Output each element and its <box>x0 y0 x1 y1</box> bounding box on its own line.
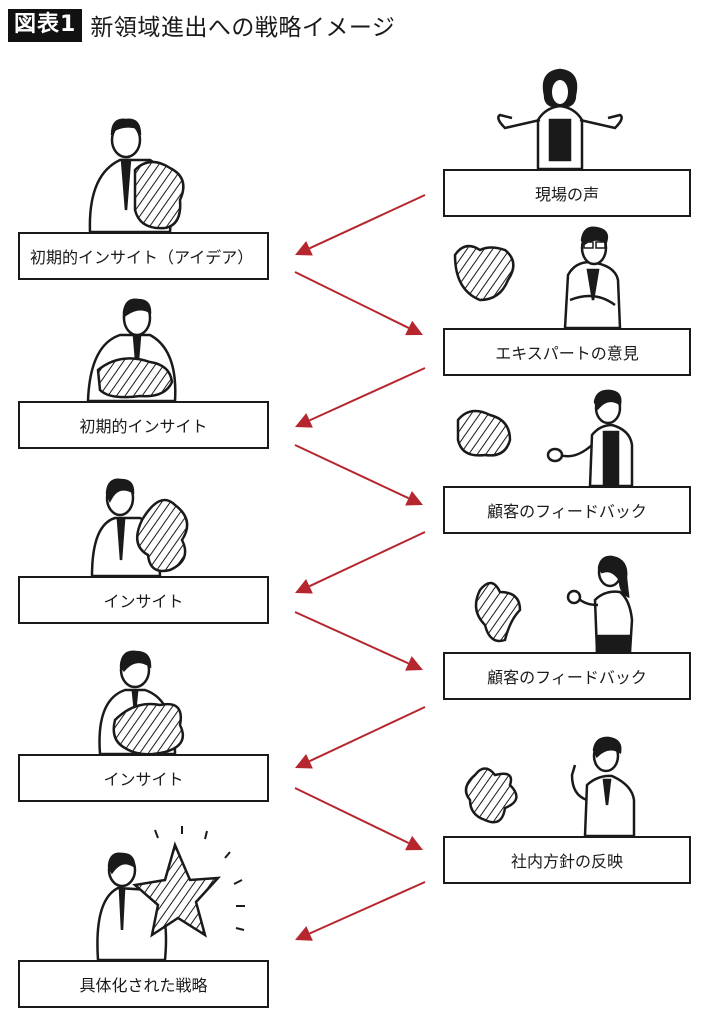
arrowhead-icon <box>295 413 313 428</box>
woman-shrugging-illustration <box>497 68 623 171</box>
step-box-concrete-strategy: 具体化された戦略 <box>18 960 269 1008</box>
input-label: 社内方針の反映 <box>510 852 623 871</box>
arrowhead-icon <box>405 490 423 506</box>
step-label: インサイト <box>103 592 184 611</box>
flow-arrow-line <box>294 271 410 329</box>
step-label: 初期的インサイト（アイデア） <box>30 248 254 267</box>
arrowhead-icon <box>405 656 423 671</box>
step-box-insight-2: インサイト <box>18 754 269 802</box>
step-box-initial-insight: 初期的インサイト <box>18 401 269 449</box>
flow-arrow-line <box>309 367 426 422</box>
arrowhead-icon <box>295 241 313 256</box>
flow-arrow-line <box>309 531 426 588</box>
arrowhead-icon <box>295 578 313 594</box>
step-label: 具体化された戦略 <box>79 976 208 995</box>
man-holding-blob-illustration <box>88 118 185 234</box>
flow-arrows <box>294 194 426 941</box>
input-box-customer-feedback-2: 顧客のフィードバック <box>443 652 691 700</box>
step-label: インサイト <box>103 770 184 789</box>
step-box-initial-insight-idea: 初期的インサイト（アイデア） <box>18 232 269 280</box>
man-holding-blob-illustration <box>86 298 177 403</box>
flow-arrow-line <box>294 611 409 665</box>
man-holding-blob-illustration <box>90 478 189 578</box>
arrowhead-icon <box>295 926 313 941</box>
input-box-field-voice: 現場の声 <box>443 169 691 217</box>
input-label: 顧客のフィードバック <box>487 502 647 521</box>
flow-arrow-line <box>309 881 426 935</box>
arrowhead-icon <box>405 320 423 336</box>
flow-arrow-line <box>309 194 426 250</box>
figure-title: 図表1 新領域進出への戦略イメージ <box>8 8 395 42</box>
input-label: 顧客のフィードバック <box>487 668 647 687</box>
step-box-insight-1: インサイト <box>18 576 269 624</box>
expert-arms-crossed-illustration <box>453 226 622 330</box>
input-box-customer-feedback-1: 顧客のフィードバック <box>443 486 691 534</box>
input-label: 現場の声 <box>534 185 599 204</box>
man-holding-blob-illustration <box>98 650 185 756</box>
man-holding-star-illustration <box>96 826 245 962</box>
figure-title-text: 新領域進出への戦略イメージ <box>90 15 396 41</box>
flow-arrow-line <box>294 787 410 844</box>
flow-arrow-line <box>294 444 409 500</box>
customer-gesturing-illustration <box>456 389 634 488</box>
flow-arrow-line <box>309 706 426 763</box>
step-label: 初期的インサイト <box>79 417 208 436</box>
customer-gesturing-illustration <box>474 555 634 654</box>
input-box-expert-opinion: エキスパートの意見 <box>443 328 691 376</box>
input-box-internal-policy: 社内方針の反映 <box>443 836 691 884</box>
arrowhead-icon <box>405 835 423 851</box>
figure-number-badge: 図表1 <box>8 8 83 42</box>
input-label: エキスパートの意見 <box>495 344 639 363</box>
manager-pointing-illustration <box>464 736 636 838</box>
arrowhead-icon <box>295 753 313 769</box>
